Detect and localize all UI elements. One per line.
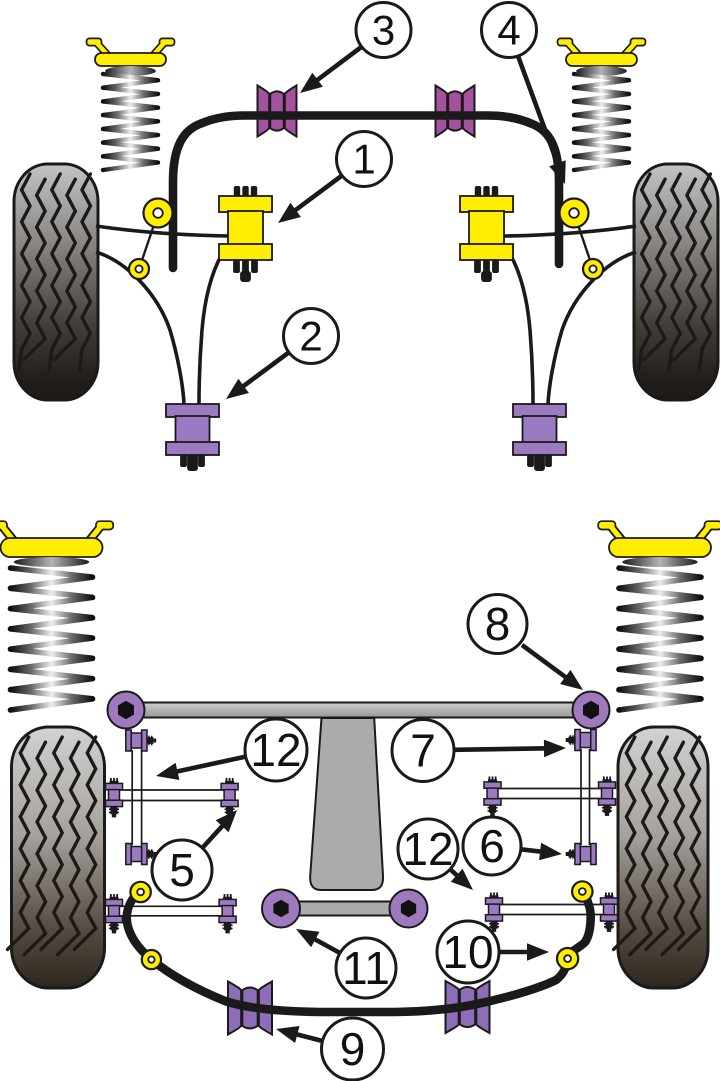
svg-text:12: 12 (250, 724, 301, 776)
svg-text:7: 7 (410, 725, 436, 777)
svg-text:5: 5 (169, 844, 195, 896)
svg-text:9: 9 (340, 1023, 366, 1075)
svg-text:1: 1 (352, 136, 375, 183)
svg-text:12: 12 (402, 823, 453, 875)
svg-text:11: 11 (342, 942, 390, 994)
svg-text:3: 3 (372, 7, 395, 54)
svg-text:2: 2 (299, 313, 322, 360)
svg-text:8: 8 (485, 598, 511, 650)
svg-text:10: 10 (442, 926, 493, 978)
svg-text:6: 6 (479, 820, 505, 872)
svg-text:4: 4 (497, 7, 520, 54)
